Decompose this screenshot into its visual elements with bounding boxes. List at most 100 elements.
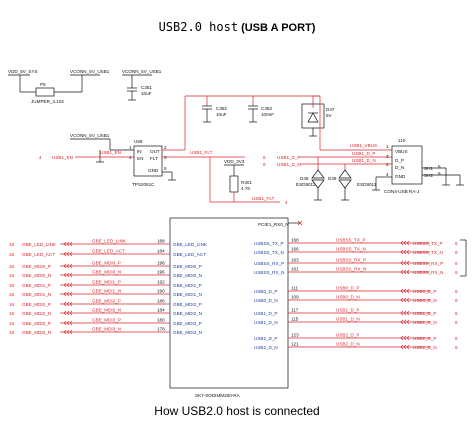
right-row-net: USBSS_TX_N (336, 247, 366, 252)
net-vdd-3v3: VDD_3V3 (224, 159, 245, 164)
right-row-net: USB1_D_P (336, 308, 360, 313)
right-row-pin-num: 111 (291, 286, 298, 291)
right-row-net: USB2_D_P (336, 333, 360, 338)
right-row-pin-num: 166 (291, 247, 299, 252)
u58-box (133, 145, 163, 177)
left-row-pin-name: GBE_MDI1_N (173, 292, 202, 297)
right-row-net-label: USB1_D_P (413, 311, 437, 316)
left-row-net-label: GBE_MDI0_N (92, 270, 121, 275)
right-row-pin-name: USB0_D_N (254, 298, 278, 303)
right-row-num: 6 (455, 320, 458, 325)
left-row-pin-num: 196 (157, 270, 165, 275)
svg-text:USB1_EN: USB1_EN (100, 150, 121, 155)
svg-text:1: 1 (386, 144, 389, 149)
r301-val: 4.7K (241, 186, 251, 191)
net-usb1-flt-2: USB1_FLT (252, 196, 275, 201)
net-usb1-en: USB1_EN (52, 155, 73, 160)
svg-text:USB1_D_N: USB1_D_N (352, 158, 376, 163)
right-row-num: 6 (455, 345, 458, 350)
left-row-num: 16 (9, 330, 15, 335)
left-row-net: GBE_MDI3_P (22, 321, 51, 326)
right-row-net-label: USB1_D_N (413, 320, 437, 325)
right-row-pin-name: USBSS_TX_P (254, 241, 284, 246)
right-row-pin-num: 121 (291, 342, 299, 347)
left-row-pin-num: 190 (157, 289, 165, 294)
title-sub: (USB A PORT) (241, 22, 316, 34)
net-vconn-b: VCONN_5V_USB1 (122, 69, 162, 74)
d49-val: ESD9011 (357, 182, 377, 187)
right-row-pin-num: 115 (291, 317, 299, 322)
right-row-pin-num: 109 (291, 295, 299, 300)
left-row-pin-name: GBE_MDI2_P (173, 302, 202, 307)
d48-val: ESD9011 (296, 182, 316, 187)
j10-part: CON4-USB RA-J (384, 189, 419, 194)
svg-text:2: 2 (164, 145, 167, 150)
net-usb1-dn: USB1_D_N (277, 162, 301, 167)
right-row-pin-name: USB2_D_N (254, 345, 278, 350)
u58-ref: U58 (134, 139, 143, 144)
right-row-pin-num: 161 (291, 267, 299, 272)
title-main: USB2.0 host (158, 20, 239, 34)
left-row-net: GBE_LED_LINK (22, 242, 57, 247)
net-usb1-vbus: USB1_VBUS (350, 143, 377, 148)
right-row-num: 6 (455, 241, 458, 246)
right-row-net-label: USBSS_TX_P (413, 241, 443, 246)
net-usb1-flt: USB1_FLT (190, 150, 213, 155)
c351-val: 10uF (141, 91, 152, 96)
d47-diode (307, 112, 319, 123)
left-row-net: GBE_MDI0_P (22, 264, 51, 269)
r301-resistor (229, 175, 239, 193)
r301-ref: R301 (241, 180, 252, 185)
left-row-pin-name: GBE_MDI3_P (173, 321, 202, 326)
right-row-num: 6 (455, 270, 458, 275)
left-row-net: GBE_MDI1_P (22, 283, 51, 288)
right-row-num: 6 (455, 311, 458, 316)
right-row-net-label: USB0_D_P (413, 289, 437, 294)
c353-val: 100nF (261, 112, 274, 117)
c353-ref: C353 (261, 106, 272, 111)
jumper-ref: P5 (40, 82, 46, 87)
left-row-net-label: GBE_LED_LINK (92, 239, 127, 244)
right-row-pin-name: USBSS_RX_P (254, 261, 284, 266)
right-row-pin-name: USBSS_RX_N (254, 270, 284, 275)
c352-val: 10uF (216, 112, 227, 117)
svg-text:4: 4 (285, 200, 288, 205)
left-row-pin-name: GBE_MDI0_P (173, 264, 202, 269)
u58-pin-en: EN (137, 156, 143, 161)
right-row-num: 6 (455, 289, 458, 294)
right-row-pin-num: 123 (291, 333, 299, 338)
u58-pin-flt: FLT (150, 156, 158, 161)
left-row-pin-num: 192 (157, 280, 165, 285)
jumper-p5 (35, 87, 55, 97)
right-row-net-label: USBSS_RX_N (413, 270, 443, 275)
left-row-net: GBE_MDI3_N (22, 330, 51, 335)
d49-ref: D49 (328, 176, 337, 181)
right-row-net-label: USBSS_RX_P (413, 261, 443, 266)
jumper-part: JUMPER_3.102 (31, 99, 64, 104)
net-vdd-5v-sys: VDD_5V_SYS (8, 69, 38, 74)
left-row-net-label: GBE_MDI1_N (92, 289, 121, 294)
left-row-num: 16 (9, 252, 15, 257)
left-row-pin-name: GBE_LED_LINK (173, 242, 208, 247)
right-row-pin-name: USB2_D_P (254, 336, 278, 341)
net-vconn-c: VCONN_5V_USB1 (70, 133, 110, 138)
c352-ref: C352 (216, 106, 227, 111)
left-row-net-label: GBE_MDI2_P (92, 299, 121, 304)
net-usb1-dp: USB1_D_P (277, 155, 301, 160)
